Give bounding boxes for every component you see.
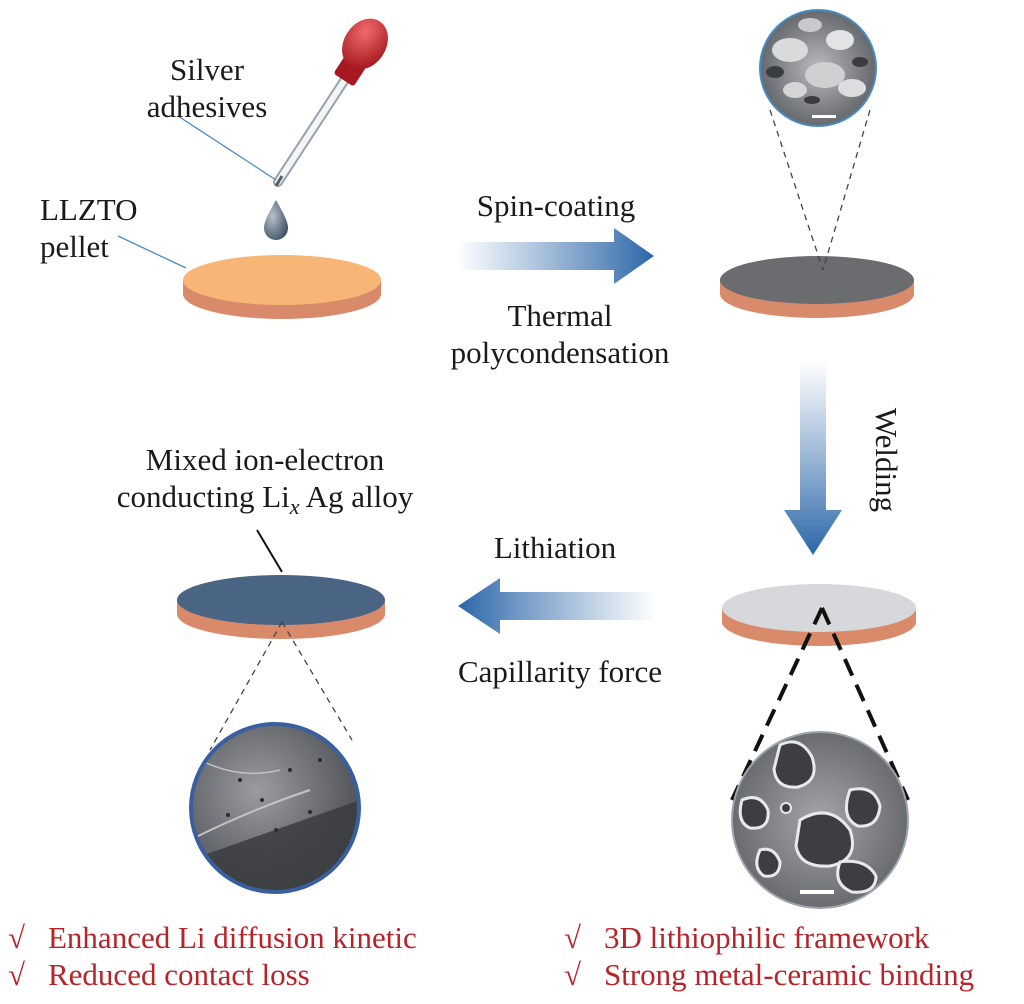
alloy-pellet xyxy=(177,575,385,639)
arrow-welding xyxy=(784,360,842,555)
arrow-spin-coating xyxy=(456,228,654,284)
benefit-left-2: √ Reduced contact loss xyxy=(8,957,417,994)
checkmark-icon: √ xyxy=(564,920,582,955)
zoom-line-br-right xyxy=(820,607,910,801)
benefit-right-2-text: Strong metal-ceramic binding xyxy=(604,956,975,992)
zoom-line-br-left xyxy=(730,607,824,801)
llzto-line2: pellet xyxy=(40,228,109,264)
benefit-right-2: √ Strong metal-ceramic binding xyxy=(564,957,974,994)
sem-image-alloy xyxy=(189,722,361,894)
zoom-line-top-right xyxy=(822,109,871,271)
zoom-line-bl-left xyxy=(209,621,283,751)
zoom-line-top-left xyxy=(769,109,824,271)
silver-adhesives-line1: Silver xyxy=(169,52,245,87)
alloy-subscript-x: x xyxy=(289,493,300,519)
silver-adhesives-line2: adhesives xyxy=(146,88,268,124)
pipette-icon xyxy=(273,18,388,187)
capillarity-label: Capillarity force xyxy=(458,654,662,689)
llzto-leader xyxy=(117,235,187,269)
welded-pellet xyxy=(722,584,916,646)
checkmark-icon: √ xyxy=(564,956,582,992)
checkmark-icon: √ xyxy=(8,956,26,992)
llzto-pellet xyxy=(183,255,381,319)
alloy-line2-suffix: Ag alloy xyxy=(305,478,414,514)
thermal-line2: polycondensation xyxy=(450,334,670,370)
benefit-left-1-text: Enhanced Li diffusion kinetic xyxy=(48,920,417,955)
alloy-leader xyxy=(256,529,283,573)
benefits-left-list: √ Enhanced Li diffusion kinetic √ Reduced … xyxy=(8,920,417,993)
benefit-right-1-text: 3D lithiophilic framework xyxy=(604,920,930,955)
sem-image-framework xyxy=(731,731,909,909)
alloy-line1: Mixed ion-electron xyxy=(145,442,385,477)
llzto-line1: LLZTO xyxy=(40,192,138,227)
coated-pellet xyxy=(720,256,914,318)
silver-adhesives-leader xyxy=(177,115,277,181)
silver-adhesives-label: Silver adhesives xyxy=(132,52,282,125)
benefit-left-2-text: Reduced contact loss xyxy=(48,956,310,992)
alloy-line2: conducting Lix Ag alloy xyxy=(60,479,470,520)
checkmark-icon: √ xyxy=(8,920,26,955)
welding-label: Welding xyxy=(869,408,904,512)
benefit-left-1: √ Enhanced Li diffusion kinetic xyxy=(8,920,417,957)
spin-coating-label: Spin-coating xyxy=(476,188,636,223)
alloy-label: Mixed ion-electron conducting Lix Ag all… xyxy=(60,442,470,520)
benefit-right-1: √ 3D lithiophilic framework xyxy=(564,920,974,957)
sem-image-coating xyxy=(759,9,877,127)
alloy-line2-prefix: conducting Li xyxy=(116,478,290,514)
zoom-line-bl-right xyxy=(281,621,353,741)
arrow-lithiation xyxy=(458,578,656,634)
lithiation-label: Lithiation xyxy=(493,530,617,565)
llzto-label: LLZTO pellet xyxy=(40,192,138,265)
silver-drop-icon xyxy=(264,200,288,240)
thermal-label: Thermal polycondensation xyxy=(420,298,700,371)
benefits-right-list: √ 3D lithiophilic framework √ Strong metal… xyxy=(564,920,974,993)
thermal-line1: Thermal xyxy=(507,298,613,333)
